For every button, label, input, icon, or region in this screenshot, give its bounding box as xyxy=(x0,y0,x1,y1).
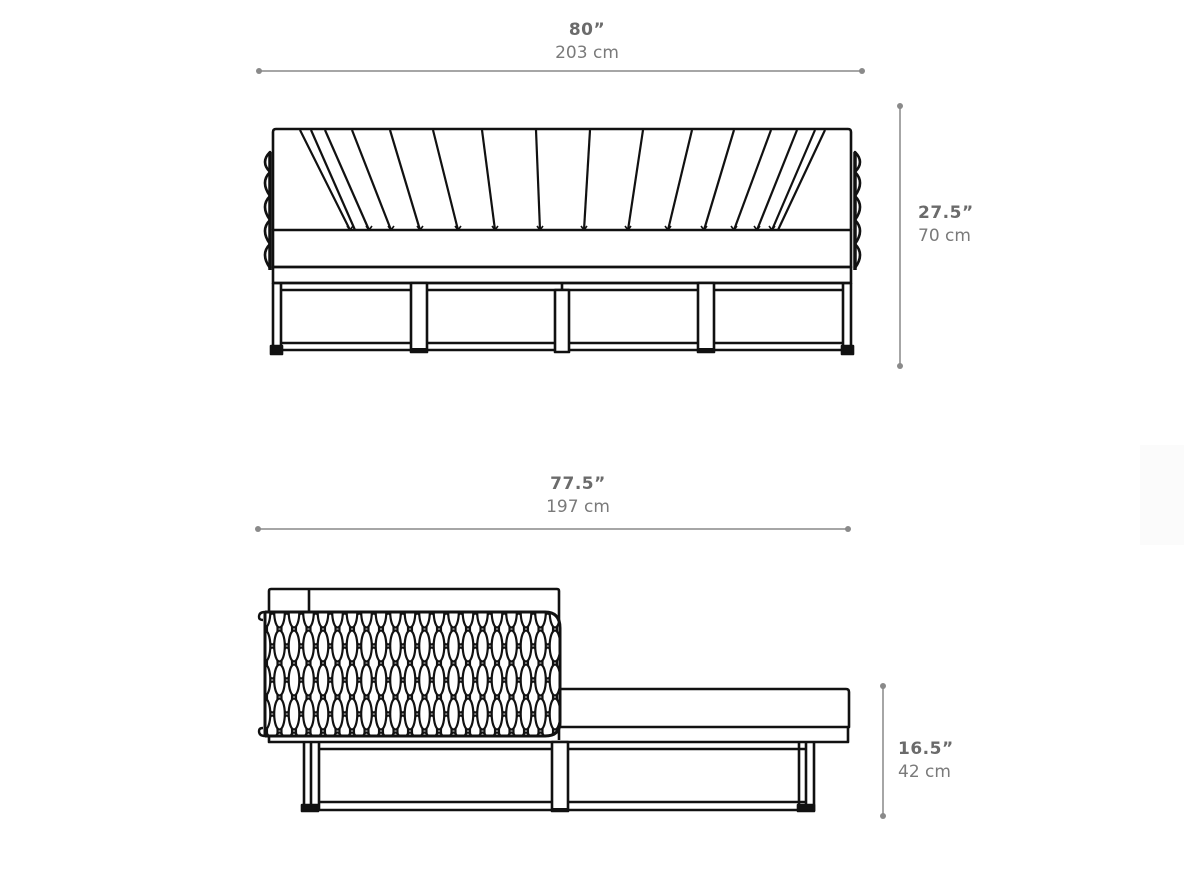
side-height-label: 16.5” 42 cm xyxy=(898,741,954,781)
front-height-imperial: 27.5” xyxy=(918,203,974,223)
side-width-label: 77.5” 197 cm xyxy=(546,476,610,516)
side-height-metric: 42 cm xyxy=(898,762,951,782)
front-height-label: 27.5” 70 cm xyxy=(918,205,974,245)
side-width-dimension-line xyxy=(255,526,851,532)
side-height-imperial: 16.5” xyxy=(898,739,954,759)
front-width-label: 80” 203 cm xyxy=(555,22,619,62)
side-width-metric: 197 cm xyxy=(546,497,610,517)
side-height-dimension-line xyxy=(880,683,886,819)
faint-artifact xyxy=(1140,445,1184,545)
side-view-drawing xyxy=(257,587,851,813)
front-height-dimension-line xyxy=(897,103,903,369)
front-width-dimension-line xyxy=(256,68,865,74)
front-width-metric: 203 cm xyxy=(555,43,619,63)
front-height-metric: 70 cm xyxy=(918,226,971,246)
side-width-imperial: 77.5” xyxy=(550,474,606,494)
front-view-drawing xyxy=(263,127,862,356)
front-width-imperial: 80” xyxy=(568,20,606,40)
